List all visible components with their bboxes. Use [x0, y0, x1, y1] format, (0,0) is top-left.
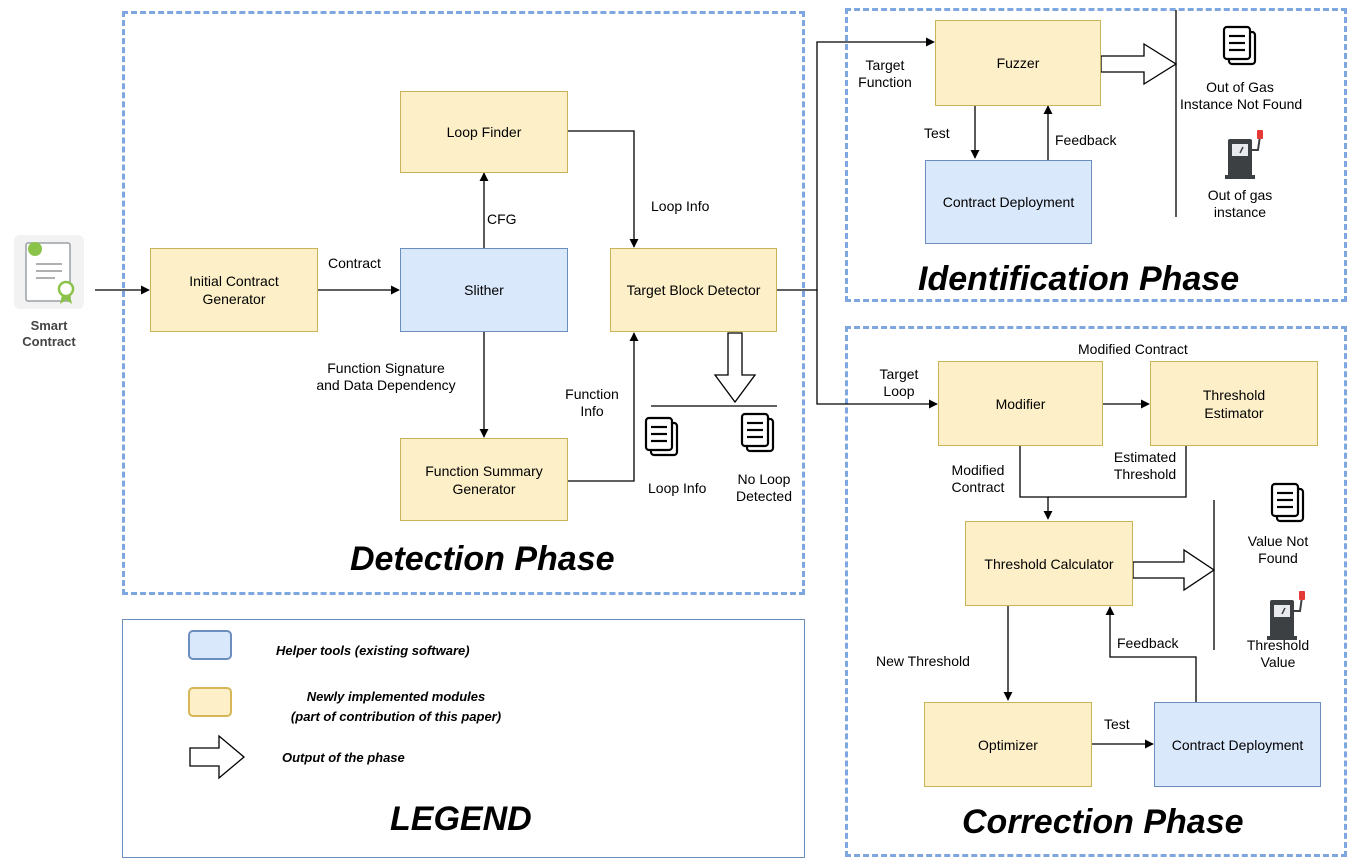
arrow-loopfinder-to-target [568, 130, 639, 248]
edge-label-feedback-correction: Feedback [1117, 635, 1179, 651]
legend-title: LEGEND [390, 800, 532, 838]
detection-phase-title: Detection Phase [350, 540, 615, 578]
fuzzer-box: Fuzzer [935, 20, 1101, 106]
correction-phase-frame [845, 326, 1347, 857]
edge-label-function-info: Function Info [565, 386, 619, 419]
slither-box: Slither [400, 248, 568, 332]
detection-phase-frame [122, 11, 805, 595]
identification-phase-title: Identification Phase [918, 260, 1240, 298]
edge-label-test: Test [924, 125, 950, 141]
optimizer-box: Optimizer [924, 702, 1092, 787]
loop-finder-box: Loop Finder [400, 91, 568, 173]
edge-label-test-correction: Test [1104, 716, 1130, 732]
arrow-funcsummary-to-target [568, 332, 639, 482]
edge-label-loop-info: Loop Info [651, 198, 710, 214]
edge-label-cfg: CFG [487, 211, 517, 227]
identification-phase-frame [845, 8, 1347, 302]
legend-output-text: Output of the phase [282, 750, 405, 765]
target-block-detector-box: Target Block Detector [610, 248, 777, 332]
arrow-target-to-modifier [816, 290, 938, 409]
edge-label-contract: Contract [328, 255, 381, 271]
legend-new-module-swatch [188, 687, 232, 717]
edge-label-estimated-threshold: Estimated Threshold [1113, 449, 1177, 482]
edge-label-target-loop: Target Loop [879, 366, 919, 399]
arrow-estimator-to-calculator [1048, 446, 1187, 498]
edge-label-feedback: Feedback [1055, 132, 1117, 148]
output-label-threshold-value: Threshold Value [1246, 637, 1310, 670]
output-arrow-correction [1132, 548, 1216, 592]
edge-label-new-threshold: New Threshold [876, 653, 970, 669]
smart-contract-icon [14, 235, 84, 309]
output-label-oog-not-found: Out of Gas Instance Not Found [1180, 79, 1303, 112]
gas-pump-icon [1267, 591, 1305, 640]
legend-output-arrow [189, 734, 246, 780]
edge-label-function-signature: Function Signature and Data Dependency [316, 360, 456, 393]
edge-label-modified-contract: Modified Contract [1078, 341, 1188, 357]
contract-deployment-box: Contract Deployment [925, 160, 1092, 244]
document-icon [740, 412, 775, 453]
legend-helper-swatch [188, 630, 232, 660]
output-label-loop-info: Loop Info [648, 480, 707, 496]
legend-new-module-text: Newly implemented modules (part of contr… [290, 689, 502, 724]
correction-phase-title: Correction Phase [962, 803, 1244, 841]
document-icon [1222, 25, 1257, 66]
smart-contract-label: Smart Contract [22, 318, 76, 349]
arrow-modifier-to-calculator [1019, 446, 1053, 520]
edge-label-modified-contract-2: Modified Contract [951, 462, 1005, 495]
document-icon [1270, 482, 1305, 523]
gas-pump-icon [1225, 130, 1263, 179]
contract-deployment-correction-box: Contract Deployment [1154, 702, 1321, 787]
output-arrow-detection [713, 332, 757, 404]
arrow-target-to-fuzzer [777, 37, 935, 291]
output-label-value-not-found: Value Not Found [1247, 533, 1309, 566]
edge-label-target-function: Target Function [858, 57, 912, 90]
modifier-box: Modifier [938, 361, 1103, 446]
legend-helper-text: Helper tools (existing software) [276, 643, 470, 658]
threshold-calculator-box: Threshold Calculator [965, 521, 1133, 606]
output-arrow-identification [1100, 42, 1178, 86]
document-icon [644, 416, 679, 457]
output-label-oog-instance: Out of gas instance [1207, 187, 1273, 220]
arrow-deploy-feedback-calc [1105, 606, 1197, 702]
output-label-no-loop: No Loop Detected [735, 471, 793, 504]
legend-frame [122, 619, 805, 858]
